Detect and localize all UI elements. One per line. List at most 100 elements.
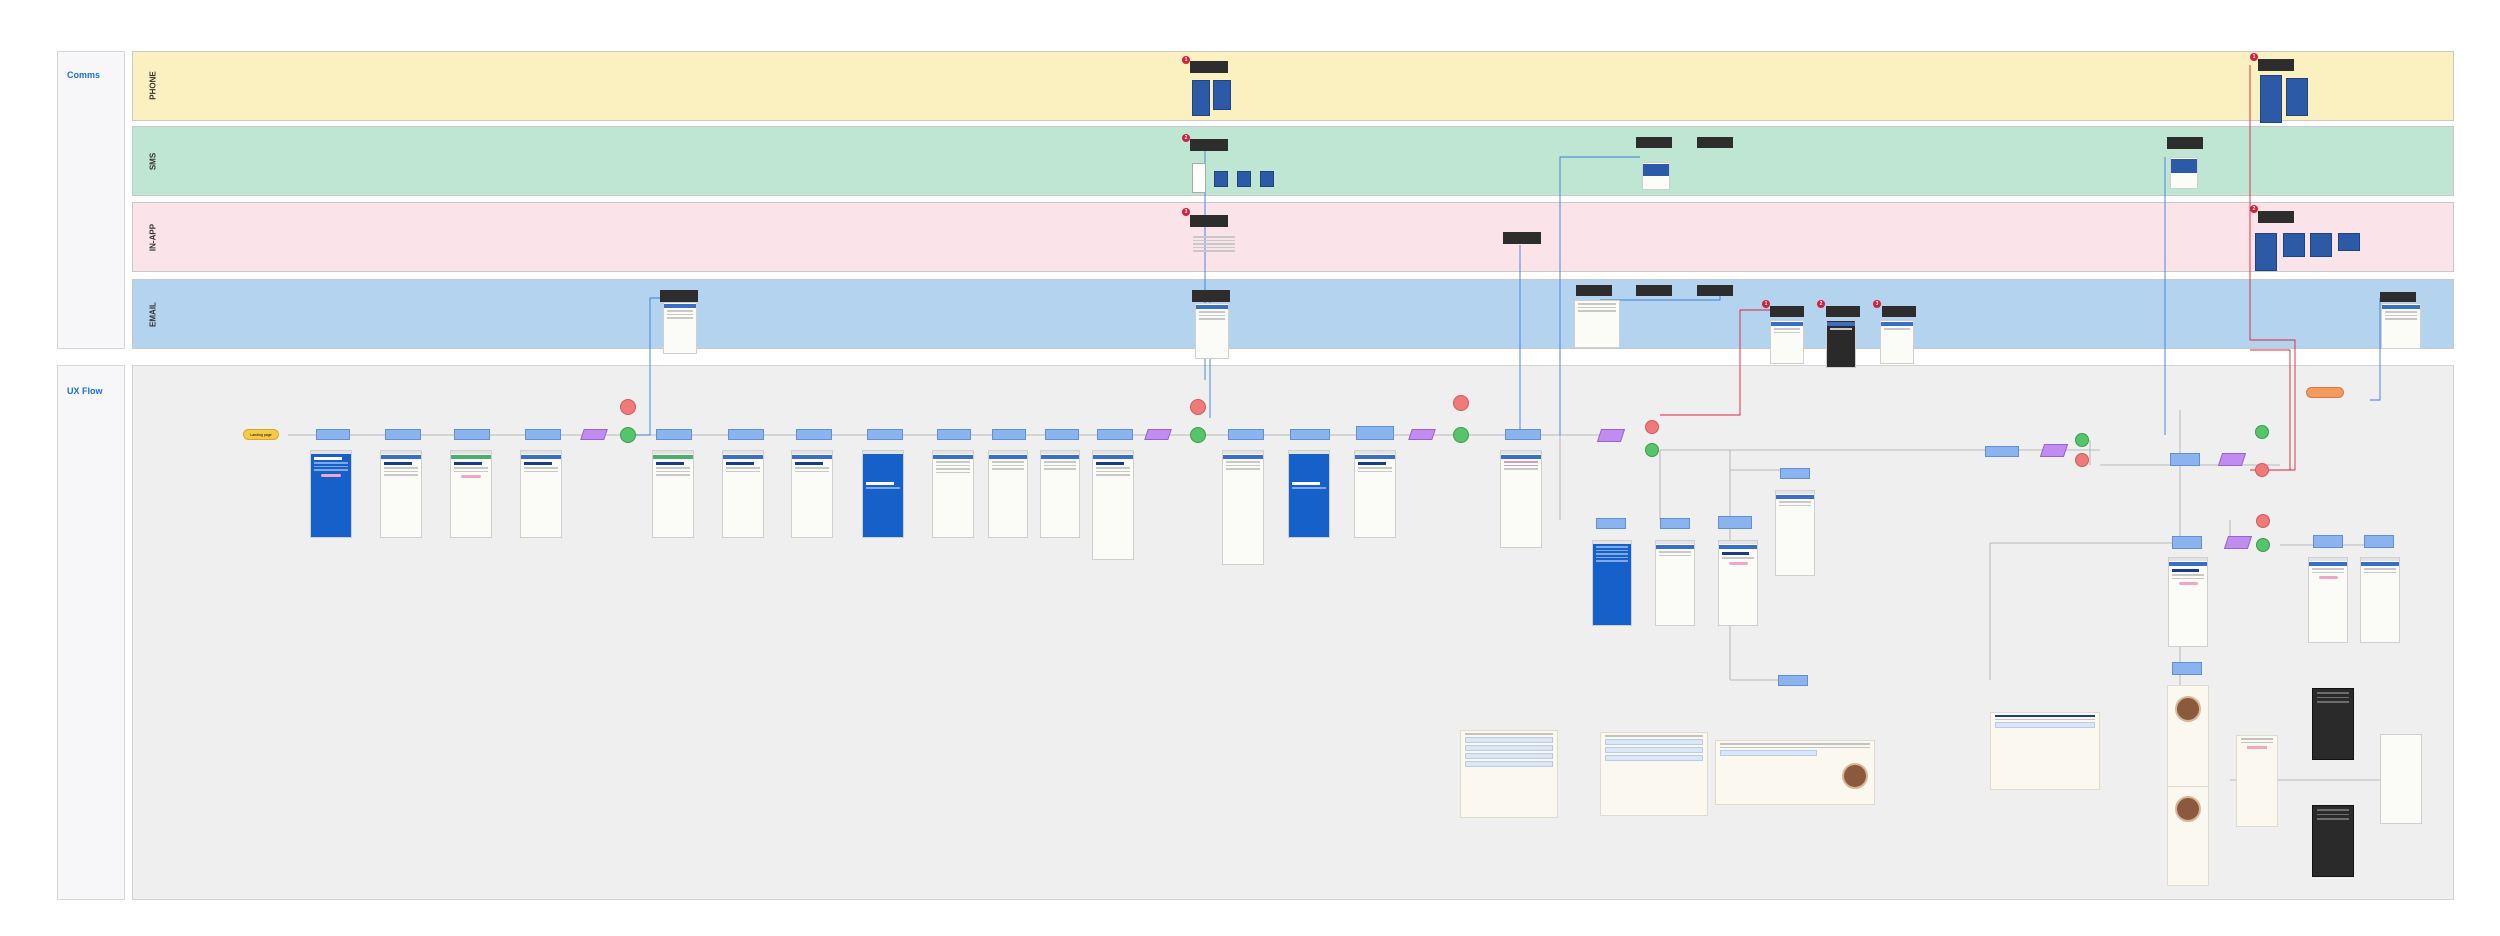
flow-step[interactable]	[1985, 446, 2019, 457]
decision-no[interactable]	[620, 399, 636, 415]
phone-mockup	[2310, 233, 2332, 257]
flow-step[interactable]	[525, 429, 561, 440]
decision-parallelogram[interactable]	[2218, 453, 2246, 466]
flow-step[interactable]	[1505, 429, 1541, 440]
phone-mockup	[2255, 233, 2277, 271]
phone-mockup	[1213, 80, 1231, 110]
phone-screen-mockup	[722, 450, 764, 538]
step-number-badge: 1	[1182, 56, 1190, 64]
survey-card	[1600, 732, 1708, 816]
decision-no[interactable]	[1190, 399, 1206, 415]
decision-yes[interactable]	[1453, 427, 1469, 443]
flow-step[interactable]	[992, 429, 1026, 440]
avatar	[2175, 696, 2201, 722]
decision-parallelogram[interactable]	[1597, 429, 1625, 442]
step-number-badge: 2	[2250, 205, 2258, 213]
decision-parallelogram[interactable]	[1144, 429, 1172, 440]
decision-parallelogram[interactable]	[2224, 536, 2252, 549]
comms-annotation	[1190, 139, 1228, 151]
flow-step[interactable]	[2172, 536, 2202, 549]
flow-step[interactable]	[728, 429, 764, 440]
comms-annotation	[1826, 306, 1860, 317]
flow-step[interactable]	[656, 429, 692, 440]
note-card	[2236, 735, 2278, 827]
decision-no[interactable]	[2256, 514, 2270, 528]
dark-screen	[2312, 688, 2354, 760]
decision-parallelogram[interactable]	[1408, 429, 1436, 440]
phone-screen-mockup	[932, 450, 974, 538]
flow-step[interactable]	[1660, 518, 1690, 529]
phone-screen-mockup	[1500, 450, 1542, 548]
decision-no[interactable]	[1453, 395, 1469, 411]
step-number-badge: 2	[1182, 134, 1190, 142]
phone-screen-mockup	[1718, 540, 1758, 626]
flow-step[interactable]	[796, 429, 832, 440]
flow-step[interactable]	[1228, 429, 1264, 440]
decision-yes[interactable]	[2256, 538, 2270, 552]
step-number-badge: 3	[1182, 208, 1190, 216]
survey-card	[1460, 730, 1558, 818]
email-mockup	[2381, 303, 2421, 349]
flow-step[interactable]	[2364, 535, 2394, 548]
comms-annotation	[1636, 285, 1672, 296]
phone-screen-mockup	[791, 450, 833, 538]
flow-step[interactable]	[1045, 429, 1079, 440]
flow-step[interactable]	[2172, 662, 2202, 675]
phone-screen-mockup	[380, 450, 422, 538]
decision-parallelogram[interactable]	[580, 429, 608, 440]
flow-step[interactable]	[1356, 426, 1394, 440]
decision-yes[interactable]	[620, 427, 636, 443]
phone-mockup	[2286, 78, 2308, 116]
in-app-message	[1190, 234, 1238, 266]
comms-annotation	[660, 290, 698, 302]
decision-no[interactable]	[1645, 420, 1659, 434]
comms-annotation	[2258, 211, 2294, 223]
phone-screen-mockup	[988, 450, 1028, 538]
flow-step[interactable]	[2313, 535, 2343, 548]
phone-screen-mockup	[1288, 450, 1330, 538]
decision-yes[interactable]	[2075, 433, 2089, 447]
phone-mockup	[1192, 163, 1206, 193]
phone-screen-mockup	[520, 450, 562, 538]
email-mockup	[1826, 320, 1856, 368]
phone-screen-mockup	[310, 450, 352, 538]
decision-yes[interactable]	[2255, 425, 2269, 439]
comms-annotation	[1576, 285, 1612, 296]
flow-step[interactable]	[1778, 675, 1808, 686]
decision-yes[interactable]	[1190, 427, 1206, 443]
start-landing-page[interactable]: Landing page	[243, 429, 279, 440]
flow-step[interactable]	[1097, 429, 1133, 440]
sms-mockup	[2170, 157, 2198, 189]
step-number-badge: 2	[1817, 300, 1825, 308]
flow-step[interactable]	[1290, 429, 1330, 440]
phone-screen-mockup	[2168, 557, 2208, 647]
email-mockup	[663, 302, 697, 354]
phone-screen-mockup	[1775, 490, 1815, 576]
phone-screen-mockup	[1592, 540, 1632, 626]
comms-annotation	[1770, 306, 1804, 317]
flow-step[interactable]	[1780, 468, 1810, 479]
phone-screen-mockup	[2308, 557, 2348, 643]
decision-yes[interactable]	[1645, 443, 1659, 457]
flow-step[interactable]	[385, 429, 421, 440]
phone-screen-mockup	[862, 450, 904, 538]
decision-no[interactable]	[2075, 453, 2089, 467]
decision-parallelogram[interactable]	[2040, 444, 2068, 457]
phone-screen-mockup	[1092, 450, 1134, 560]
flow-step[interactable]	[937, 429, 971, 440]
decision-no[interactable]	[2255, 463, 2269, 477]
comms-annotation	[1636, 137, 1672, 148]
flow-step[interactable]	[2170, 453, 2200, 466]
flow-step[interactable]	[316, 429, 350, 440]
flow-step[interactable]	[867, 429, 903, 440]
end-state-pill[interactable]	[2306, 387, 2344, 398]
comms-annotation	[2380, 292, 2416, 302]
step-number-badge: 1	[1762, 300, 1770, 308]
comms-annotation	[1190, 61, 1228, 73]
flow-step[interactable]	[454, 429, 490, 440]
flow-step[interactable]	[1718, 516, 1752, 529]
flow-step[interactable]	[1596, 518, 1626, 529]
dark-screen	[2312, 805, 2354, 877]
phone-mockup	[1214, 171, 1228, 187]
email-mockup	[1195, 303, 1229, 359]
